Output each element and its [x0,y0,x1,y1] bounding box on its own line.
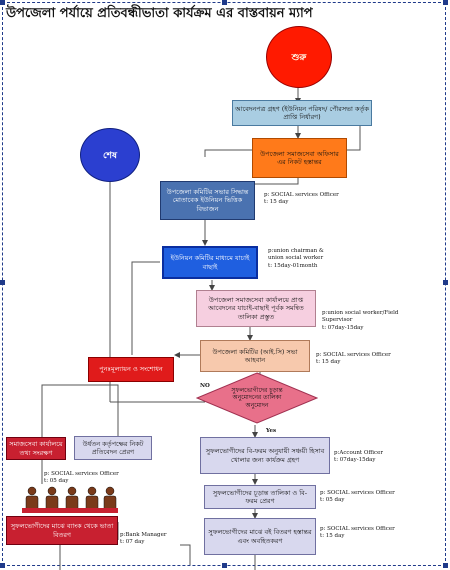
end-node: শেষ [80,128,140,182]
step-savings-account: সুফলভোগীদের বি-ফরম অনুযায়ী সঞ্চয়ী হিসা… [200,437,330,474]
resize-handle[interactable] [0,280,5,285]
note-responsible-time: p: SOCIAL services Officer t: 15 day [264,192,339,206]
note-responsible-time: p:union chairman & union social worker t… [268,248,324,269]
step-label: আবেদনপত্র গ্রহণ (ইউনিয়ন পরিষদ/ পৌরসভা ক… [235,104,369,121]
resize-handle[interactable] [443,280,448,285]
step-handover-officer: উপজেলা সমাজসেবা অফিসার এর নিকট হস্তান্তর [252,138,347,178]
note-responsible-time: p: SOCIAL services Officer t: 05 day [320,490,395,504]
note-responsible-time: p: SOCIAL services Officer t: 05 day [44,471,119,485]
step-label: পুনঃমূল্যায়ন ও সংশোধন [99,365,163,374]
decision-yes-label: Yes [266,428,277,434]
step-committee-meeting: উপজেলা কমিটির (আই.সি) সভা আহবান [200,340,310,372]
note-responsible-time: p:Account Officer t: 07day-15day [334,450,384,464]
step-label: সুফলভোগীদের মাঝে ব্যাংক থেকে ভাতা বিতরণ [10,522,114,539]
step-label: সুফলভোগীদের চূড়ান্ত তালিকা ও বি-ফরম প্র… [212,488,308,505]
note-responsible-time: p: SOCIAL services Officer t: 15 day [320,526,395,540]
step-label: উপজেলা সমাজসেবা কার্যালয়ে প্রাপ্ত আবেদন… [208,296,304,321]
decision-label: সুফলভোগীদের চূড়ান্ত অনুমোদনের তালিকা অন… [231,386,283,409]
note-responsible-time: p:union social worker/Field Supervisor t… [322,310,399,331]
resize-handle[interactable] [443,563,448,568]
step-integrated-list: উপজেলা সমাজসেবা কার্যালয়ে প্রাপ্ত আবেদন… [196,290,316,327]
start-node: শুরু [266,26,332,88]
step-label: সুফলভোগীদের মাঝে বই বিতরণ হস্তান্তর এবং … [208,528,312,545]
resize-handle[interactable] [222,0,227,5]
step-report-upper-authority: উর্ধতন কর্তৃপক্ষের নিকট প্রতিবেদন প্রেরণ [74,436,152,460]
step-union-committee-review: ইউনিয়ন কমিটির মাধ্যমে যাচাই বাছাই [162,246,258,279]
step-book-distribution: সুফলভোগীদের মাঝে বই বিতরণ হস্তান্তর এবং … [204,518,316,555]
step-label: উপজেলা কমিটির (আই.সি) সভা আহবান [212,347,298,364]
page-title: উপজেলা পর্যায়ে প্রতিবন্ধীভাতা কার্যক্রম… [6,6,313,21]
step-label: ইউনিয়ন কমিটির মাধ্যমে যাচাই বাছাই [170,254,250,271]
resize-handle[interactable] [222,563,227,568]
step-application-receipt: আবেদনপত্র গ্রহণ (ইউনিয়ন পরিষদ/ পৌরসভা ক… [232,100,372,126]
resize-handle[interactable] [0,0,5,5]
step-label: সমাজসেবা কার্যালয়ে তথ্য সংরক্ষণ [9,440,63,457]
end-label: শেষ [103,150,117,161]
step-label: উপজেলা সমাজসেবা অফিসার এর নিকট হস্তান্তর [260,149,339,166]
decision-diamond [196,372,318,424]
note-responsible-time: p: SOCIAL services Officer t: 15 day [316,352,391,366]
people-icon [22,486,118,513]
step-bank-distribution: সুফলভোগীদের মাঝে ব্যাংক থেকে ভাতা বিতরণ [6,516,118,545]
resize-handle[interactable] [443,0,448,5]
step-label: সুফলভোগীদের বি-ফরম অনুযায়ী সঞ্চয়ী হিসা… [205,447,325,464]
step-union-division: উপজেলা কমিটির সভার সিদ্ধান্ত মোতাবেক ইউন… [160,181,255,220]
note-responsible-time: p:Bank Manager t: 07 day [120,532,167,546]
resize-handle[interactable] [0,563,5,568]
step-label: উপজেলা কমিটির সভার সিদ্ধান্ত মোতাবেক ইউন… [166,188,249,213]
step-label: উর্ধতন কর্তৃপক্ষের নিকট প্রতিবেদন প্রেরণ [82,439,144,456]
decision-no-label: NO [200,383,210,389]
step-final-list-dispatch: সুফলভোগীদের চূড়ান্ত তালিকা ও বি-ফরম প্র… [204,485,316,509]
step-reassessment: পুনঃমূল্যায়ন ও সংশোধন [88,357,174,382]
start-label: শুরু [291,52,307,63]
step-data-archive: সমাজসেবা কার্যালয়ে তথ্য সংরক্ষণ [6,437,66,460]
